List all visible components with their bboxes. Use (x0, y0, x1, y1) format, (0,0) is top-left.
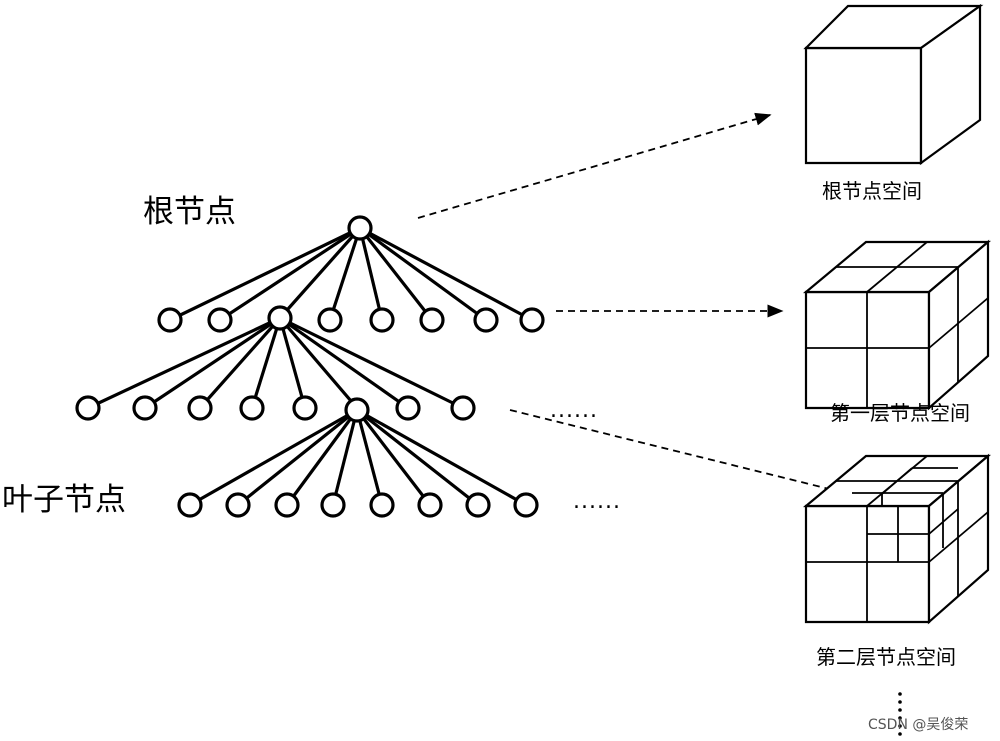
leaf-node (225, 492, 251, 518)
leaf-node (274, 492, 300, 518)
level1-space-cube (802, 239, 991, 411)
level1-node (369, 307, 395, 333)
level2-node (292, 395, 318, 421)
watermark: CSDN @吴俊荣 (868, 717, 968, 733)
level1-node (157, 307, 183, 333)
arrow-root-to-space (417, 112, 772, 219)
level1-space-label: 第一层节点空间 (830, 401, 970, 425)
level2-node (187, 395, 213, 421)
level2-node (395, 395, 421, 421)
level2-node (450, 395, 476, 421)
root-space-label: 根节点空间 (822, 179, 922, 203)
row2-ellipsis: ...... (550, 398, 598, 423)
row3-ellipsis: ...... (573, 489, 621, 514)
level2-node (239, 395, 265, 421)
level1-node-expanded (267, 305, 293, 331)
level1-node (317, 307, 343, 333)
level2-space-cube (802, 453, 991, 625)
leaf-node (465, 492, 491, 518)
leaf-node (417, 492, 443, 518)
tree-edges (87, 226, 533, 507)
level2-node (75, 395, 101, 421)
level1-node (419, 307, 445, 333)
level1-node (473, 307, 499, 333)
leaf-node (320, 492, 346, 518)
root-space-cube (803, 3, 984, 166)
level2-node-expanded (344, 397, 370, 423)
leaf-nodes-label: 叶子节点 (2, 482, 126, 518)
leaf-node (177, 492, 203, 518)
mapping-arrows (417, 112, 900, 509)
tree-nodes (75, 215, 545, 518)
leaf-node (513, 492, 539, 518)
leaf-node (369, 492, 395, 518)
vertical-ellipsis (898, 692, 902, 736)
level1-node (519, 307, 545, 333)
arrow-level2-to-space (509, 409, 900, 509)
root-node-label: 根节点 (143, 194, 236, 230)
level2-node (132, 395, 158, 421)
level2-space-label: 第二层节点空间 (816, 645, 956, 669)
level1-node (207, 307, 233, 333)
root-node (347, 215, 373, 241)
